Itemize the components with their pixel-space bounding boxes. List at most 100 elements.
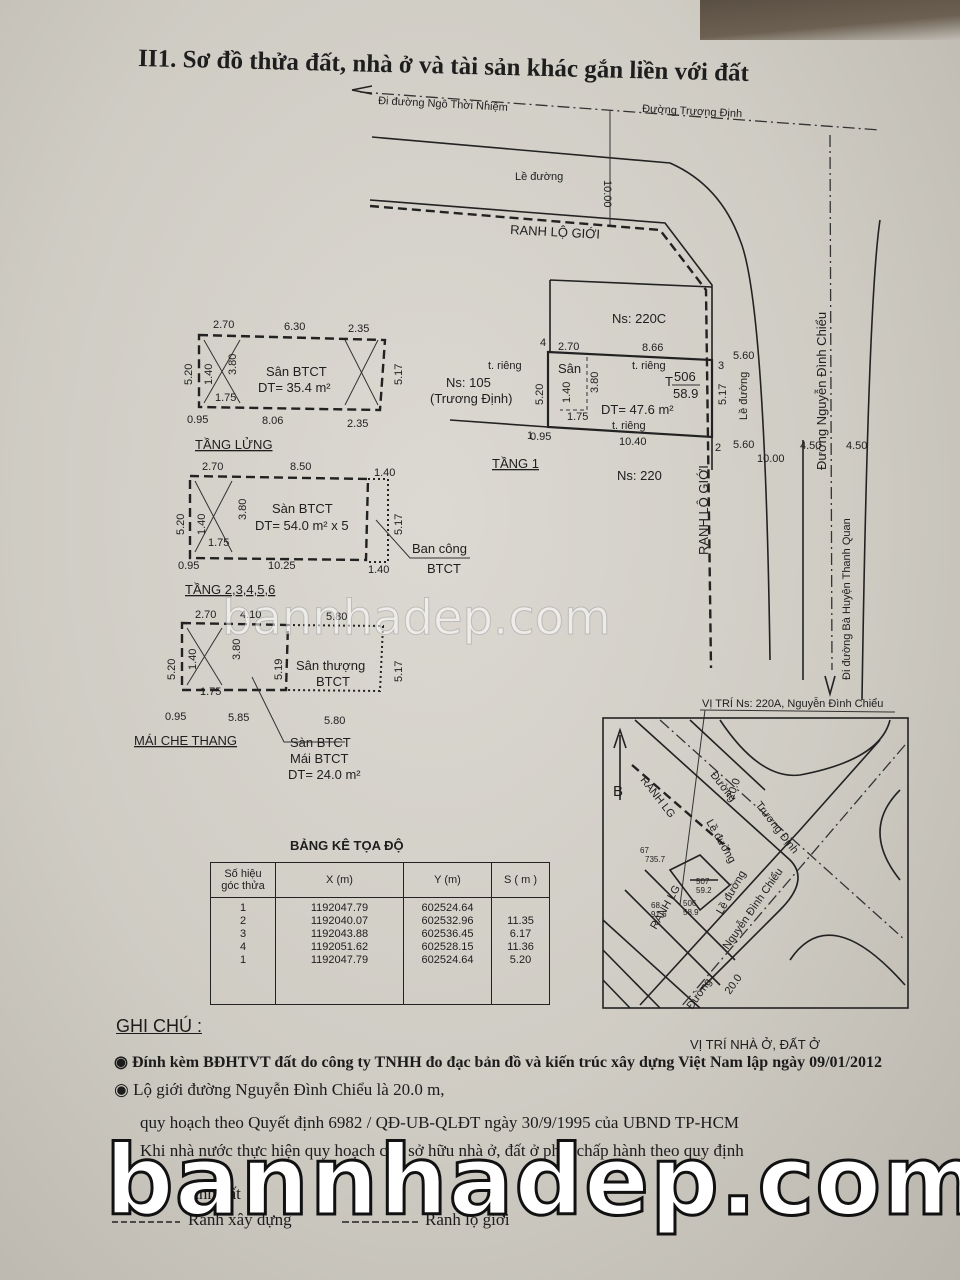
dim-text: 0.95 bbox=[178, 560, 199, 572]
dim-text: 3.80 bbox=[231, 639, 243, 660]
corner-number: 4 bbox=[540, 337, 546, 349]
bullet-icon: ◉ bbox=[114, 1054, 128, 1071]
parcel-number: 68 bbox=[651, 901, 660, 910]
legend-label: Ranh đất bbox=[180, 1184, 241, 1203]
parcel-number: 67 bbox=[640, 846, 649, 855]
table-cell: 1 2 3 4 1 bbox=[210, 897, 276, 1005]
dim-text: 5.17 bbox=[393, 661, 405, 682]
road-label: Đi đường Bà Huyện Thanh Quan bbox=[841, 518, 853, 680]
dim-text: 5.19 bbox=[273, 659, 285, 680]
dim-text: 1.75 bbox=[200, 686, 221, 698]
dim-text: 3.80 bbox=[589, 372, 601, 393]
dim-text: 5.17 bbox=[393, 514, 405, 535]
void-cross bbox=[194, 480, 470, 559]
dim-text: 5.85 bbox=[228, 712, 249, 724]
slab-label: Sàn BTCT bbox=[272, 501, 333, 516]
lot-outline bbox=[546, 350, 714, 439]
map-centerlines bbox=[659, 719, 906, 1009]
curb-top bbox=[371, 136, 771, 661]
location-map: VỊ TRÍ Ns: 220A, Nguyễn Đình Chiểu B Đườ… bbox=[602, 697, 909, 1052]
floor-outline bbox=[197, 333, 387, 412]
balcony-label: Ban công bbox=[412, 541, 467, 556]
sidewalk-label: Lề đường bbox=[515, 171, 563, 183]
dim-text: 1.40 bbox=[187, 649, 199, 670]
slab-label: Sân thượng bbox=[296, 658, 365, 673]
dim-text: 1.75 bbox=[208, 537, 229, 549]
table-header: X (m) bbox=[275, 862, 404, 898]
yard-label: Sân bbox=[558, 361, 581, 376]
table-row: 1 2 3 4 1 1192047.79 1192040.07 1192043.… bbox=[210, 897, 550, 1005]
dim-text: 0.95 bbox=[530, 431, 551, 443]
map-parcel bbox=[668, 854, 732, 912]
dim-text: 1.75 bbox=[215, 392, 236, 404]
map-label: Lề đường bbox=[703, 818, 738, 866]
floor-plan-mezzanine: 2.70 6.30 2.35 5.20 1.40 3.80 1.75 0.95 … bbox=[183, 319, 405, 452]
dim-text: 4.50 bbox=[846, 440, 867, 452]
roof-label: Sàn BTCT bbox=[290, 735, 351, 750]
notes-heading: GHI CHÚ : bbox=[116, 1016, 203, 1036]
area-label: DT= 47.6 m² bbox=[601, 402, 674, 417]
map-frame bbox=[602, 717, 909, 1009]
area-label: DT= 54.0 m² x 5 bbox=[255, 518, 349, 533]
table-header: Số hiệu góc thửa bbox=[210, 862, 276, 898]
stair-outline bbox=[560, 357, 588, 411]
map-label: 20.0 bbox=[723, 972, 745, 996]
wall-label: t. riêng bbox=[488, 360, 522, 372]
road-label: Đi đường Ngô Thời Nhiệm bbox=[378, 95, 508, 114]
neighbor-label: Ns: 220 bbox=[617, 468, 662, 483]
parcel-area: 59.2 bbox=[696, 886, 712, 895]
dim-text: 10.25 bbox=[268, 560, 296, 572]
floor-outline bbox=[188, 474, 370, 562]
floor-label: TẦNG 1 bbox=[492, 456, 539, 471]
neighbor-line bbox=[449, 419, 549, 428]
dim-text: 5.20 bbox=[534, 384, 546, 405]
lot-line-top bbox=[369, 199, 713, 470]
bullet-icon: ◉ bbox=[114, 1080, 129, 1099]
parcel-area: 58.9 bbox=[683, 908, 699, 917]
note-text: Lộ giới đường Nguyễn Đình Chiểu là 20.0 … bbox=[133, 1080, 445, 1099]
background-edge bbox=[700, 0, 960, 40]
map-label: Đường bbox=[685, 976, 715, 1011]
dim-text: 5.80 bbox=[326, 611, 347, 623]
neighbor-label: Ns: 220C bbox=[612, 311, 666, 326]
parcel-number: 507 bbox=[696, 877, 710, 886]
table-header: Y (m) bbox=[403, 862, 492, 898]
map-label: RANH LG bbox=[638, 774, 678, 820]
parcel-area: 91.6 bbox=[651, 910, 667, 919]
curb-right bbox=[861, 219, 881, 701]
dim-text: 2.70 bbox=[195, 609, 216, 621]
corner-number: 2 bbox=[715, 442, 721, 454]
boundary-label: RANH LỘ GIỚI bbox=[696, 465, 711, 555]
neighbor-label: (Trương Định) bbox=[430, 391, 512, 406]
dim-text: 1.75 bbox=[567, 411, 588, 423]
legend-label: Ranh xây dựng bbox=[188, 1210, 292, 1229]
dim-text: 3.80 bbox=[237, 499, 249, 520]
note-item: ◉ Lộ giới đường Nguyễn Đình Chiểu là 20.… bbox=[114, 1080, 445, 1100]
floor-label: TẦNG LỬNG bbox=[195, 437, 273, 452]
dim-text: 2.70 bbox=[202, 461, 223, 473]
dim-text: 0.95 bbox=[187, 414, 208, 426]
corner-number: 3 bbox=[718, 360, 724, 372]
dim-text: 5.20 bbox=[175, 514, 187, 535]
map-boundary bbox=[631, 764, 731, 851]
sidewalk-label: Lề đường bbox=[738, 372, 750, 420]
dim-text: 8.66 bbox=[642, 342, 663, 354]
road-centerline-top bbox=[359, 91, 881, 131]
table-cell: 602524.64 602532.96 602536.45 602528.15 … bbox=[403, 897, 492, 1005]
legend-label: Ranh lộ giới bbox=[425, 1210, 510, 1229]
map-parcels: 67 735.7 507 59.2 506 58.9 68 91.6 bbox=[640, 846, 712, 919]
site-plan: 10.00 Đi đường Ngô Thời Nhiệm Đường Trươ… bbox=[351, 85, 881, 701]
floor-label: MÁI CHE THANG bbox=[134, 733, 237, 748]
leader-line bbox=[679, 709, 896, 906]
neighbor-label: Ns: 105 bbox=[446, 375, 491, 390]
neighbor-lot bbox=[549, 279, 713, 352]
dim-text: 6.30 bbox=[284, 321, 305, 333]
void-cross bbox=[186, 627, 345, 743]
note-item: ◉ Đính kèm BĐHTVT đất do công ty TNHH đo… bbox=[114, 1052, 882, 1072]
dim-text: 2.70 bbox=[558, 341, 579, 353]
map-caption: VỊ TRÍ NHÀ Ở, ĐẤT Ở bbox=[690, 1037, 820, 1052]
parcel-number: 506 bbox=[674, 369, 696, 384]
note-text: Đính kèm BĐHTVT đất do công ty TNHH đo đ… bbox=[131, 1054, 882, 1071]
north-arrow-icon bbox=[613, 727, 627, 800]
dim-text: 4.10 bbox=[240, 609, 261, 621]
